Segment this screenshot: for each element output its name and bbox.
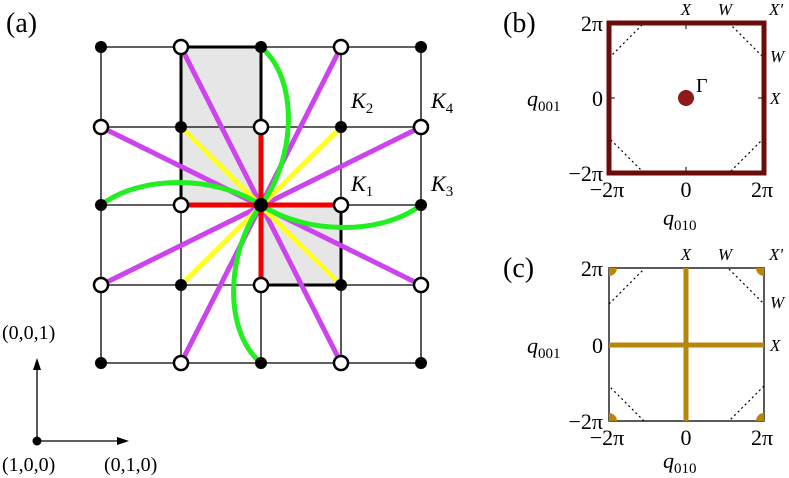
panel-b-label: (b) [503,8,536,39]
b-xtick-0: 0 [681,177,692,202]
panel-a-diagram: (a) K2 K4 K1 K3 (0,0,1) (1,0,0) (0,1,0) [2,8,454,476]
b-ytick-neg2pi: −2π [568,161,603,186]
open-sites [92,38,430,372]
filled-sites [95,41,427,369]
b-top-x-label: X [680,0,692,19]
c-corner-pockets [609,268,764,421]
panel-b-plot: (b) Γ 2π 0 −2π −2π 0 2π q001 q010 [503,0,786,234]
b-right-w-label: W [770,47,786,66]
b-ylabel: q001 [527,86,561,115]
axes-indicator [32,358,129,446]
axis-100-label: (1,0,0) [2,454,55,476]
axis-001-label: (0,0,1) [2,322,55,344]
gamma-label: Γ [696,75,708,97]
c-ytick-neg2pi: −2π [568,409,603,434]
c-xtick-neg2pi: −2π [590,425,625,450]
k2-label: K2 [350,88,373,117]
panel-c-label: (c) [503,253,534,284]
c-xtick-2pi: 2π [751,425,773,450]
c-gold-cross [609,268,764,421]
c-right-x-label: X [769,336,781,355]
panel-a-label: (a) [6,8,37,39]
c-top-x-label: X [680,245,692,264]
axis-010-label: (0,1,0) [104,454,157,476]
k3-label: K3 [430,171,453,200]
b-xlabel: q010 [663,205,697,234]
c-xlabel: q010 [663,448,697,477]
right-arrow-icon [117,437,129,445]
c-top-w-label: W [718,245,734,264]
c-xtick-0: 0 [681,425,692,450]
b-xtick-neg2pi: −2π [590,177,625,202]
c-ylabel: q001 [527,333,561,362]
c-ytick-2pi: 2π [581,256,603,281]
panel-c-plot: (c) 2π 0 −2π −2π 0 2π q00 [503,245,786,477]
panel-b-frame [606,20,767,176]
c-bz-boundary-dotted [608,268,765,422]
c-ytick-0: 0 [592,333,603,358]
gamma-point [678,90,694,106]
bz-boundary-dotted [608,22,765,174]
b-ytick-2pi: 2π [581,11,603,36]
b-ytick-0: 0 [592,86,603,111]
c-corner-xp-label: X' [768,245,783,264]
up-arrow-icon [33,358,41,370]
b-right-x-label: X [769,89,781,108]
k1-label: K1 [350,171,373,200]
b-corner-xp-label: X' [768,0,783,19]
b-top-w-label: W [718,0,734,19]
c-right-w-label: W [770,293,786,312]
k4-label: K4 [430,88,454,117]
b-xtick-2pi: 2π [751,177,773,202]
green-curves [98,44,424,366]
